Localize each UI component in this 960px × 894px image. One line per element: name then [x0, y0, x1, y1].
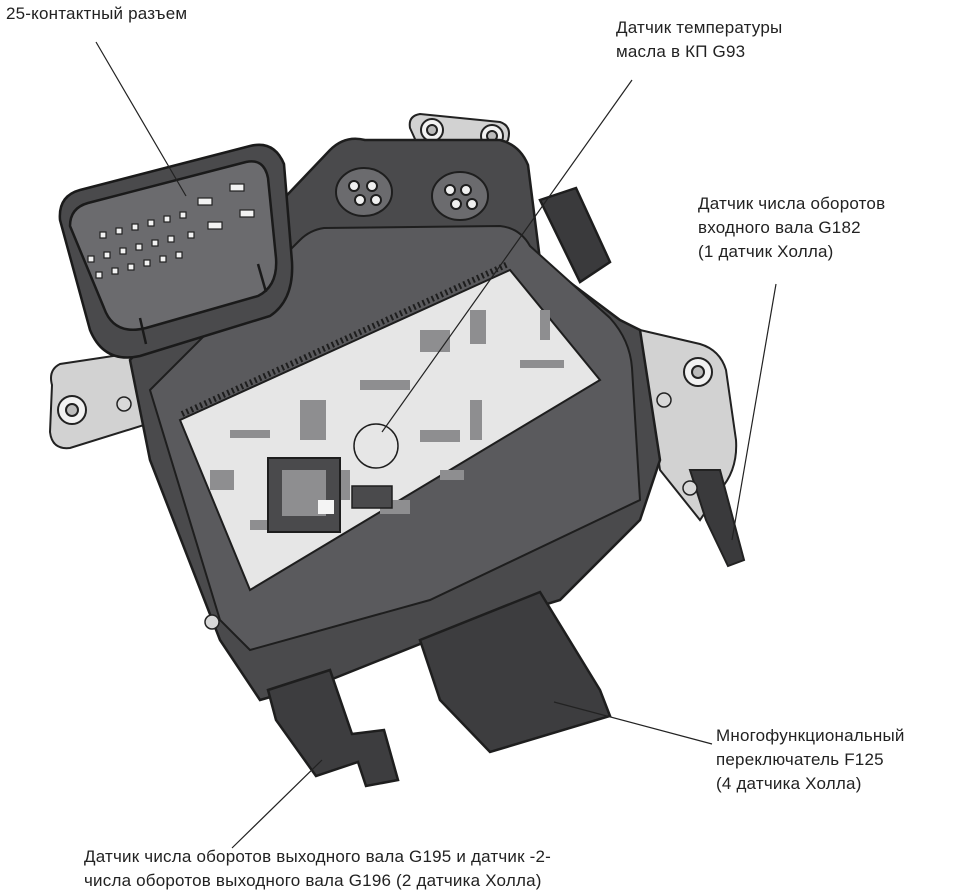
- multifunction-switch-label-line-2: переключатель F125: [716, 750, 884, 769]
- screws: [116, 392, 698, 630]
- circuit-board: [178, 261, 602, 592]
- leader-lines: [95, 41, 777, 849]
- output-speed-sensors-label-line-1: Датчик числа оборотов выходного вала G19…: [84, 847, 552, 866]
- multifunction-switch-label: Многофункциональный переключатель F125 (…: [716, 724, 905, 796]
- oil-temp-sensor-label-line-1: Датчик температуры: [616, 18, 783, 37]
- sensor-bosses: [335, 167, 489, 221]
- input-speed-sensor-label-line-1: Датчик числа оборотов: [698, 194, 886, 213]
- ic-chip: [267, 457, 341, 533]
- oil-temp-sensor-marker: [353, 423, 399, 469]
- connector-label: 25-контактный разъем: [6, 2, 187, 26]
- input-speed-sensor-label-line-2: входного вала G182: [698, 218, 861, 237]
- oil-temp-sensor-label-line-2: масла в КП G93: [616, 42, 746, 61]
- output-speed-sensors-label: Датчик числа оборотов выходного вала G19…: [84, 845, 551, 893]
- input-speed-sensor-label-line-3: (1 датчик Холла): [698, 242, 834, 261]
- connector-25pin: [58, 143, 294, 359]
- input-speed-sensor-label: Датчик числа оборотов входного вала G182…: [698, 192, 885, 264]
- multifunction-switch-label-line-3: (4 датчика Холла): [716, 774, 862, 793]
- output-speed-sensors-label-line-2: числа оборотов выходного вала G196 (2 да…: [84, 871, 542, 890]
- connector-label-line-1: 25-контактный разъем: [6, 4, 188, 23]
- oil-temp-sensor-label: Датчик температуры масла в КП G93: [616, 16, 782, 64]
- multifunction-switch-label-line-1: Многофункциональный: [716, 726, 905, 745]
- bracket-holes: [57, 118, 713, 425]
- ic-chip-small: [351, 485, 393, 509]
